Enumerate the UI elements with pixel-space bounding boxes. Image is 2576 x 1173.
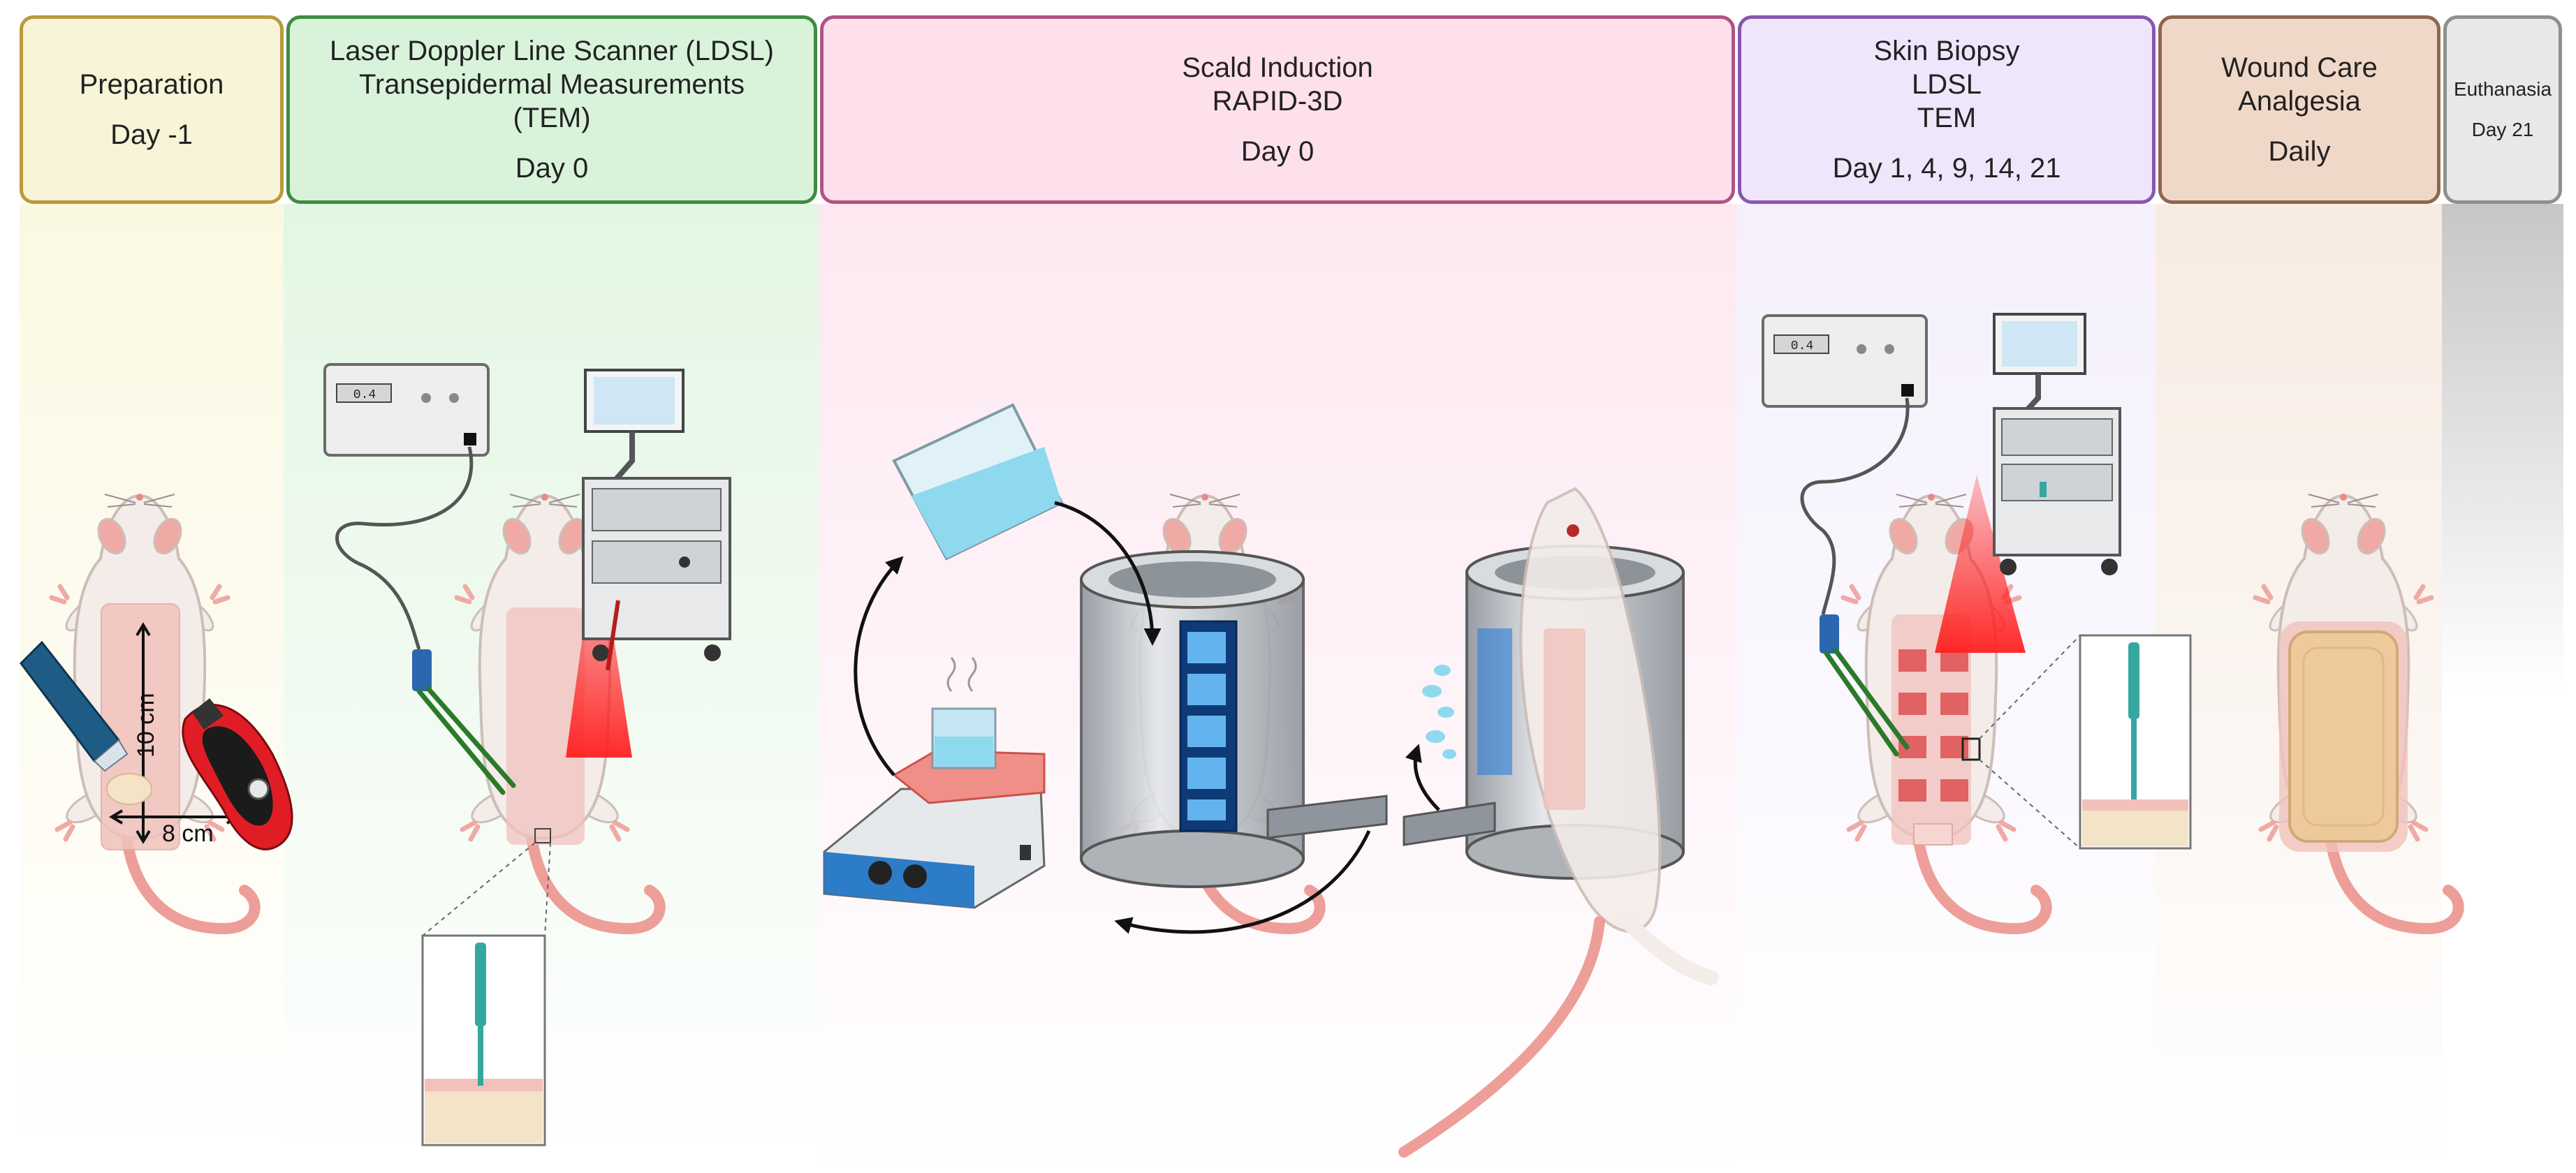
wound-care-illustration	[2255, 494, 2459, 929]
biopsy-punch-inset	[2079, 634, 2192, 850]
stage-header-euthanasia: Euthanasia Day 21	[2443, 15, 2562, 204]
stage-day: Day 0	[515, 153, 589, 184]
rat-held-in-device	[1398, 487, 1719, 1158]
tem-device-icon: 0.4	[323, 363, 490, 457]
drain-arrow	[1405, 744, 1440, 811]
preparation-illustration: 10 cm 8 cm	[20, 494, 293, 929]
refill-arrow	[854, 556, 904, 776]
ldsl-scanner-cart-icon	[1993, 313, 2121, 575]
stage-title: Preparation	[79, 69, 224, 100]
stage-title-line-1: Scald Induction	[1182, 52, 1373, 83]
stage-day: Day -1	[110, 119, 193, 150]
stage-title-line-3: TEM	[1917, 103, 1977, 133]
stage-title-line-3: (TEM)	[513, 103, 591, 133]
device-readout: 0.4	[1791, 339, 1813, 353]
pouring-beaker-icon	[892, 403, 1064, 561]
shaved-area	[506, 607, 585, 845]
tem-device-icon: 0.4	[1762, 314, 1928, 408]
pour-arrow	[1054, 501, 1162, 646]
stage-title-line-1: Laser Doppler Line Scanner (LDSL)	[330, 36, 774, 66]
stage-title: Euthanasia	[2453, 78, 2552, 100]
stage-title-line-2: Analgesia	[2238, 86, 2361, 117]
cream-tube-icon	[20, 640, 152, 805]
measurement-site	[534, 828, 551, 843]
stage-title-line-2: Transepidermal Measurements	[358, 69, 745, 100]
length-label: 10 cm	[133, 693, 159, 758]
skin-section-inset	[421, 934, 546, 1146]
stage-day: Day 0	[1241, 136, 1315, 167]
stage-header-scald-induction: Scald Induction RAPID-3D Day 0	[820, 15, 1735, 204]
stage-title-line-2: LDSL	[1911, 69, 1982, 100]
laser-beam	[566, 531, 632, 758]
rapid-3d-device-icon	[1080, 550, 1388, 888]
stage-title-line-1: Wound Care	[2221, 52, 2378, 83]
tem-probe-icon	[1820, 614, 1910, 757]
stage-header-biopsy: Skin Biopsy LDSL TEM Day 1, 4, 9, 14, 21	[1738, 15, 2156, 204]
scald-induction-illustration	[823, 403, 1719, 1158]
stage-header-ldsl-tem: Laser Doppler Line Scanner (LDSL) Transe…	[286, 15, 817, 204]
water-beaker-icon	[931, 657, 997, 769]
band-euthanasia	[2442, 204, 2563, 693]
ldsl-tem-illustration: 0.4	[323, 363, 731, 1146]
stage-day: Day 1, 4, 9, 14, 21	[1832, 153, 2061, 184]
hair-clipper-icon	[182, 698, 293, 850]
laser-beam	[1935, 475, 2026, 653]
stage-day: Daily	[2268, 136, 2331, 167]
probe-cable	[335, 446, 474, 650]
tem-probe-icon	[412, 649, 516, 795]
biopsy-illustration: 0.4	[1762, 313, 2192, 929]
stage-title-line-1: Skin Biopsy	[1873, 36, 2020, 66]
stage-title-line-2: RAPID-3D	[1212, 86, 1343, 117]
ldsl-scanner-cart-icon	[582, 369, 731, 671]
stage-day: Day 21	[2471, 119, 2534, 140]
width-label: 8 cm	[162, 820, 214, 847]
stage-header-preparation: Preparation Day -1	[20, 15, 284, 204]
return-arrow	[1114, 829, 1371, 934]
stage-header-wound-care: Wound Care Analgesia Daily	[2158, 15, 2440, 204]
probe-cable	[1800, 397, 1910, 615]
device-readout: 0.4	[353, 388, 376, 402]
biopsy-sites	[1898, 649, 1981, 846]
hot-plate-icon	[823, 749, 1046, 909]
wound-dressing	[2288, 630, 2399, 843]
